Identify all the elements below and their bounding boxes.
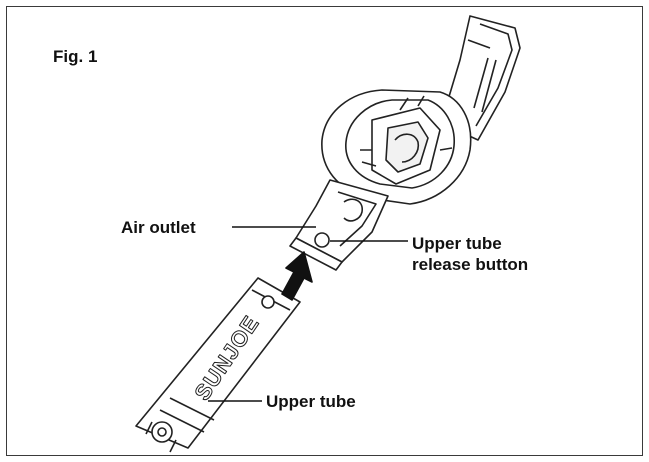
air-outlet-label: Air outlet bbox=[121, 217, 196, 238]
release-button-label: Upper tube release button bbox=[412, 233, 528, 275]
figure-title: Fig. 1 bbox=[53, 46, 97, 67]
release-button-label-line2: release button bbox=[412, 254, 528, 275]
release-button-circle bbox=[315, 233, 329, 247]
upper-tube-label: Upper tube bbox=[266, 391, 356, 412]
release-button-label-line1: Upper tube bbox=[412, 233, 528, 254]
insert-arrow bbox=[282, 252, 312, 300]
